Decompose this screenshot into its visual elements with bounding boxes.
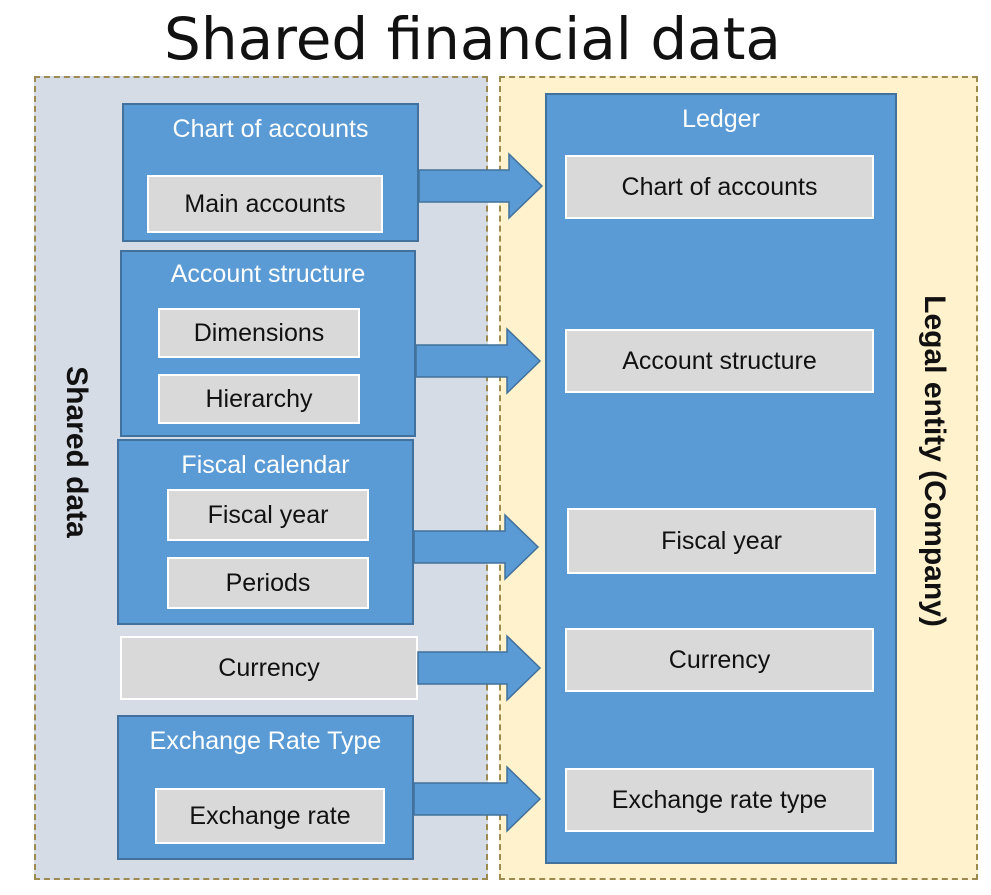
chart-of-accounts-group: Chart of accounts Main accounts [122, 103, 419, 242]
chart-of-accounts-title: Chart of accounts [172, 115, 369, 143]
ledger-title: Ledger [682, 105, 760, 133]
arrow-fiscal-calendar [413, 513, 540, 581]
account-structure-group: Account structure Dimensions Hierarchy [120, 250, 416, 437]
main-accounts-item: Main accounts [147, 175, 383, 233]
ledger-account-structure-item: Account structure [565, 329, 874, 393]
fiscal-year-item: Fiscal year [167, 489, 369, 541]
currency-left-item: Currency [120, 636, 418, 700]
arrow-chart-of-accounts [418, 152, 544, 220]
periods-item: Periods [167, 557, 369, 609]
arrow-account-structure [415, 327, 542, 395]
ledger-currency-item: Currency [565, 628, 874, 692]
ledger-group: Ledger Chart of accounts Account structu… [545, 93, 897, 864]
legal-entity-label: Legal entity (Company) [918, 295, 951, 627]
ledger-exchange-rate-type-item: Exchange rate type [565, 768, 874, 832]
exchange-rate-item: Exchange rate [155, 788, 385, 844]
account-structure-title: Account structure [170, 260, 366, 288]
fiscal-calendar-title: Fiscal calendar [181, 451, 350, 479]
arrow-currency [417, 634, 542, 702]
arrow-exchange-rate [413, 765, 542, 833]
ledger-chart-of-accounts-item: Chart of accounts [565, 155, 874, 219]
exchange-rate-type-title: Exchange Rate Type [149, 727, 382, 755]
ledger-fiscal-year-item: Fiscal year [567, 508, 876, 574]
diagram-title: Shared financial data [164, 5, 781, 73]
exchange-rate-type-group: Exchange Rate Type Exchange rate [117, 715, 414, 860]
shared-data-label: Shared data [60, 366, 93, 538]
fiscal-calendar-group: Fiscal calendar Fiscal year Periods [117, 439, 414, 625]
hierarchy-item: Hierarchy [158, 374, 360, 424]
dimensions-item: Dimensions [158, 308, 360, 358]
